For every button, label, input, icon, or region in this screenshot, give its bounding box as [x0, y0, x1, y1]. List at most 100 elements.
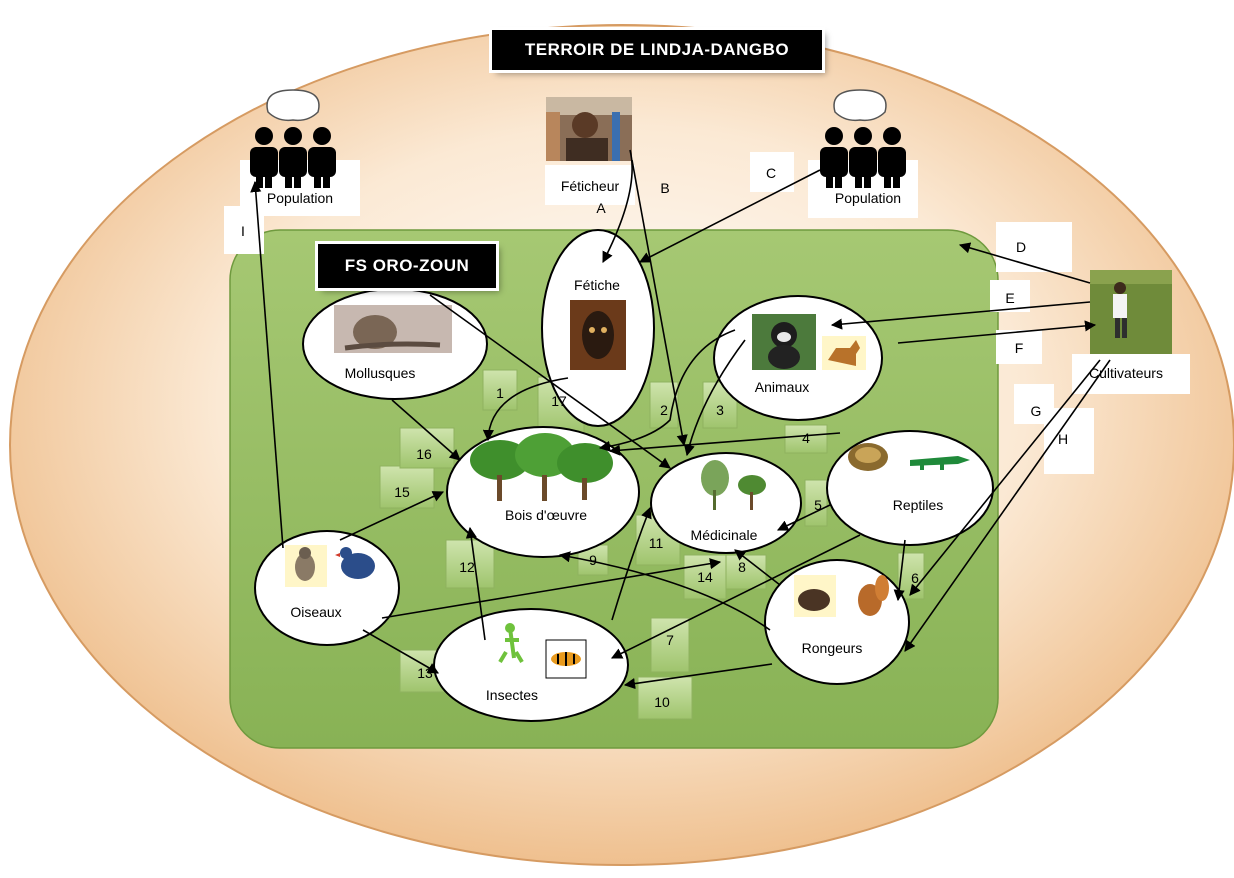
squirrel-icon: [858, 575, 889, 616]
number-4: 4: [802, 430, 810, 446]
letter-box-d: [996, 222, 1072, 272]
arrow-g: [909, 359, 1101, 596]
letter-labels: A B C D E F G H I: [241, 165, 1068, 447]
number-8: 8: [738, 559, 746, 575]
arrow-c: [639, 169, 821, 263]
number-12: 12: [459, 559, 475, 575]
arrow-i: [250, 180, 284, 549]
arrow-15: [339, 491, 445, 541]
medicinale-label: Médicinale: [691, 527, 758, 543]
number-box-1: [482, 369, 518, 411]
arrow-11: [610, 534, 861, 659]
bird-icon-2: [335, 547, 375, 579]
letter-g: G: [1031, 403, 1042, 419]
rongeurs-label: Rongeurs: [802, 640, 863, 656]
population-left-label: Population: [267, 190, 333, 206]
number-13: 13: [417, 665, 433, 681]
mollusques-label: Mollusques: [345, 365, 416, 381]
arrow-1: [482, 377, 569, 442]
arrow-7: [611, 506, 652, 621]
population-left-icon: [240, 89, 360, 216]
insectes-label: Insectes: [486, 687, 538, 703]
population-right-icon: [808, 89, 918, 218]
arrow-16: [391, 399, 461, 461]
oiseaux-label: Oiseaux: [290, 604, 341, 620]
number-15: 15: [394, 484, 410, 500]
arrow-3: [683, 339, 746, 457]
letter-box-e: [990, 280, 1030, 312]
letter-e: E: [1005, 290, 1014, 306]
number-labels: 1 2 3 4 5 6 7 8 9 10 11 12 13 14 15 16 1…: [394, 385, 919, 710]
arrow-13: [362, 629, 439, 674]
forest-title: FS ORO-ZOUN: [318, 244, 496, 288]
mantis-icon: [498, 623, 524, 664]
number-box-16: [399, 427, 455, 469]
insectes-ellipse: [433, 608, 629, 722]
arrow-4: [608, 432, 841, 456]
letter-d: D: [1016, 239, 1026, 255]
population-right-label: Population: [835, 190, 901, 206]
letter-box-c: [750, 152, 794, 192]
animaux-label: Animaux: [755, 379, 809, 395]
bird-icon-1: [285, 545, 327, 587]
feticheur-label: Féticheur: [561, 178, 620, 194]
reptiles-ellipse: [826, 430, 994, 546]
number-11: 11: [649, 535, 664, 551]
arrow-d: [958, 242, 1091, 284]
number-box-12: [445, 539, 495, 589]
snail-icon: [334, 305, 452, 353]
letter-f: F: [1015, 340, 1024, 356]
rodent-icon: [794, 575, 836, 617]
letter-a: A: [596, 200, 606, 216]
fetiche-label: Fétiche: [574, 277, 620, 293]
arrow-17: [429, 294, 671, 469]
crocodile-icon: [910, 456, 970, 470]
wasp-icon: [545, 639, 587, 679]
medicinale-ellipse: [650, 452, 802, 554]
jackal-icon: [822, 336, 866, 370]
arrow-e: [830, 301, 1091, 330]
feticheur-photo: [545, 97, 635, 205]
number-16: 16: [416, 446, 432, 462]
letter-arrows: [250, 149, 1111, 652]
arrow-a: [602, 149, 633, 263]
arrow-h: [904, 359, 1111, 652]
node-labels: Population Population Féticheur Fétiche …: [267, 178, 1163, 703]
cultivateurs-photo: [1072, 270, 1190, 394]
reptiles-label: Reptiles: [893, 497, 944, 513]
arrow-6: [893, 539, 906, 602]
letter-i: I: [241, 223, 245, 239]
monkey-icon: [752, 314, 816, 370]
number-1: 1: [496, 385, 504, 401]
territory-title: TERROIR DE LINDJA-DANGBO: [492, 30, 822, 70]
number-5: 5: [814, 497, 822, 513]
number-14: 14: [697, 569, 713, 585]
number-2: 2: [660, 402, 668, 418]
fetiche-mask-icon: [570, 300, 626, 370]
letter-h: H: [1058, 431, 1068, 447]
number-6: 6: [911, 570, 919, 586]
number-7: 7: [666, 632, 674, 648]
arrow-12: [465, 526, 486, 641]
rongeurs-ellipse: [764, 559, 910, 685]
turtle-icon: [848, 443, 888, 471]
number-10: 10: [654, 694, 670, 710]
medicinal-plant-icon: [701, 460, 766, 510]
arrow-10: [623, 663, 773, 690]
letter-c: C: [766, 165, 776, 181]
letter-box-f: [996, 330, 1042, 364]
arrow-f: [897, 320, 1097, 344]
trees-icon: [470, 433, 613, 501]
arrow-14: [381, 558, 722, 619]
arrow-5: [776, 504, 831, 531]
arrow-9: [558, 551, 771, 631]
number-3: 3: [716, 402, 724, 418]
number-17: 17: [551, 393, 567, 409]
number-9: 9: [589, 552, 597, 568]
number-box-10: [637, 676, 693, 720]
number-box-4: [784, 424, 828, 454]
bois-label: Bois d'œuvre: [505, 507, 587, 523]
letter-b: B: [660, 180, 669, 196]
